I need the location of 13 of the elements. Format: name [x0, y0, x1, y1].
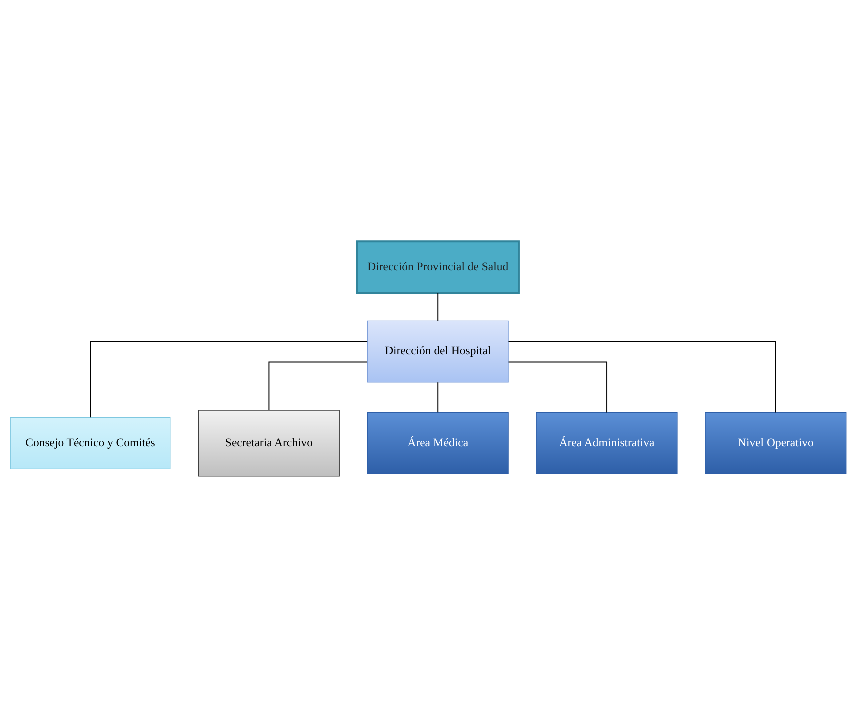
- connector: [508, 361, 608, 413]
- node-box: Dirección del Hospital: [367, 320, 509, 382]
- node-box: Secretaria Archivo: [198, 410, 340, 476]
- node-box: Área Médica: [367, 412, 509, 474]
- node-box: Consejo Técnico y Comités: [10, 416, 171, 470]
- node-box: Área Administrativa: [536, 412, 678, 474]
- connector: [508, 341, 776, 413]
- connector: [90, 341, 368, 418]
- node-box: Dirección Provincial de Salud: [356, 240, 520, 294]
- node-box: Nivel Operativo: [705, 412, 847, 474]
- connector: [268, 361, 368, 410]
- connector: [438, 292, 439, 322]
- connector: [438, 382, 439, 413]
